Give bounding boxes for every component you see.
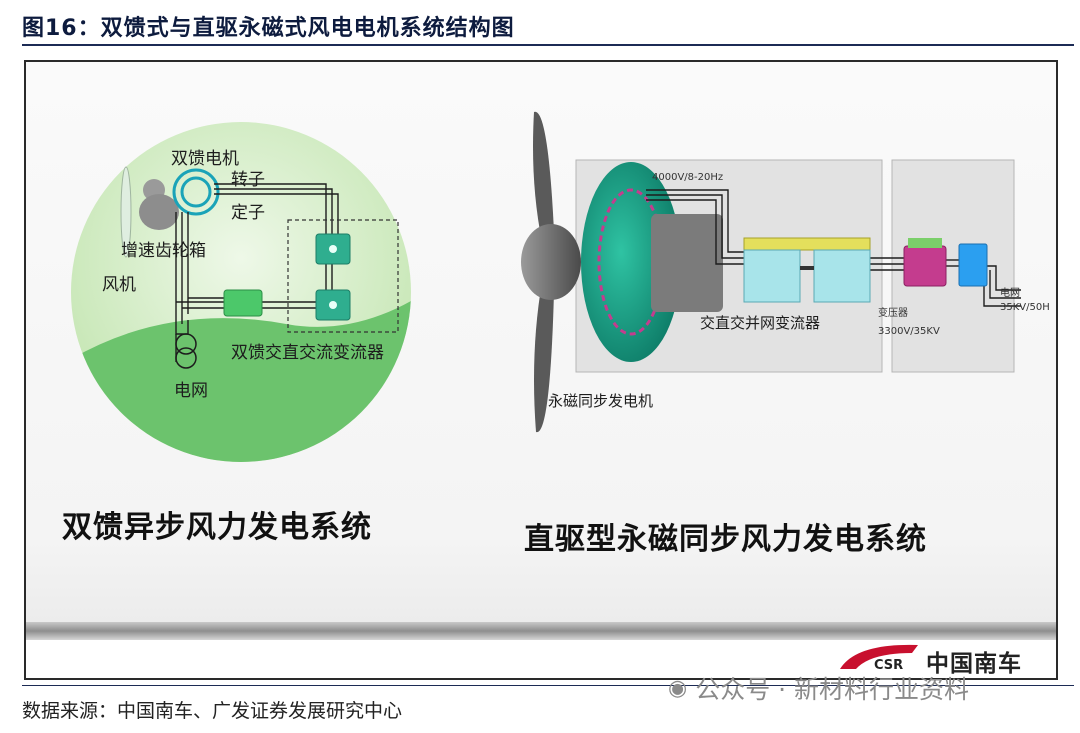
panel-bottom-band	[26, 622, 1056, 640]
label-turbine: 风机	[102, 275, 136, 295]
label-grid-rating: 35KV/50H	[1000, 302, 1050, 313]
caption-doubly-fed: 双馈异步风力发电系统	[62, 510, 372, 545]
svg-text:CSR: CSR	[874, 658, 903, 673]
title-divider	[22, 44, 1074, 46]
label-generator: 双馈电机	[171, 149, 239, 169]
converter-unit-top	[315, 233, 351, 265]
back-to-back-converter-icon	[743, 237, 871, 303]
grid-transformer-icon	[175, 333, 197, 369]
grid-breaker-icon	[958, 243, 988, 287]
left-wiring	[175, 183, 339, 362]
label-stator: 定子	[231, 203, 265, 223]
transformer-icon	[903, 238, 947, 287]
doubly-fed-diagram	[71, 122, 411, 462]
source-divider	[22, 685, 1074, 686]
label-rotor: 转子	[231, 170, 265, 190]
label-converter: 双馈交直交流变流器	[231, 343, 384, 363]
label-converter-right: 交直交并网变流器	[700, 314, 821, 332]
direct-drive-diagram	[521, 111, 1021, 433]
figure-title: 图16：双馈式与直驱永磁式风电电机系统结构图	[22, 16, 515, 41]
label-transformer: 变压器	[878, 308, 908, 319]
pm-generator-icon	[581, 162, 723, 362]
figure-source: 数据来源：中国南车、广发证券发展研究中心	[22, 700, 403, 722]
right-wiring	[646, 189, 1021, 307]
panel-footer	[26, 640, 1056, 678]
rotor-blades-icon	[521, 111, 581, 433]
filter-unit	[223, 289, 263, 317]
label-grid-right: 电网	[1000, 288, 1020, 299]
watermark-text: 公众号 · 新材料行业资料	[695, 675, 970, 704]
csr-logo: CSR	[840, 644, 918, 673]
label-pm-generator: 永磁同步发电机	[548, 392, 654, 410]
diagram-canvas: 双馈电机 转子 定子 增速齿轮箱 风机 双馈交直交流变流器 电网 双馈异步风力发…	[26, 62, 1056, 624]
diagram-panel: 双馈电机 转子 定子 增速齿轮箱 风机 双馈交直交流变流器 电网 双馈异步风力发…	[24, 60, 1058, 680]
wechat-icon: ◉	[668, 675, 688, 701]
converter-dashed-box	[287, 219, 399, 333]
label-gearbox: 增速齿轮箱	[121, 241, 206, 261]
logo-name: 中国南车	[926, 651, 1022, 677]
label-grid: 电网	[174, 381, 208, 401]
caption-direct-drive: 直驱型永磁同步风力发电系统	[524, 522, 927, 557]
label-generator-output: 4000V/8-20Hz	[652, 172, 724, 183]
converter-unit-bottom	[315, 289, 351, 321]
watermark: ◉ 公众号 · 新材料行业资料	[668, 670, 969, 706]
doubly-fed-generator-icon	[172, 168, 220, 216]
wind-turbine-icon	[120, 166, 179, 258]
label-transformer-rating: 3300V/35KV	[878, 326, 940, 337]
